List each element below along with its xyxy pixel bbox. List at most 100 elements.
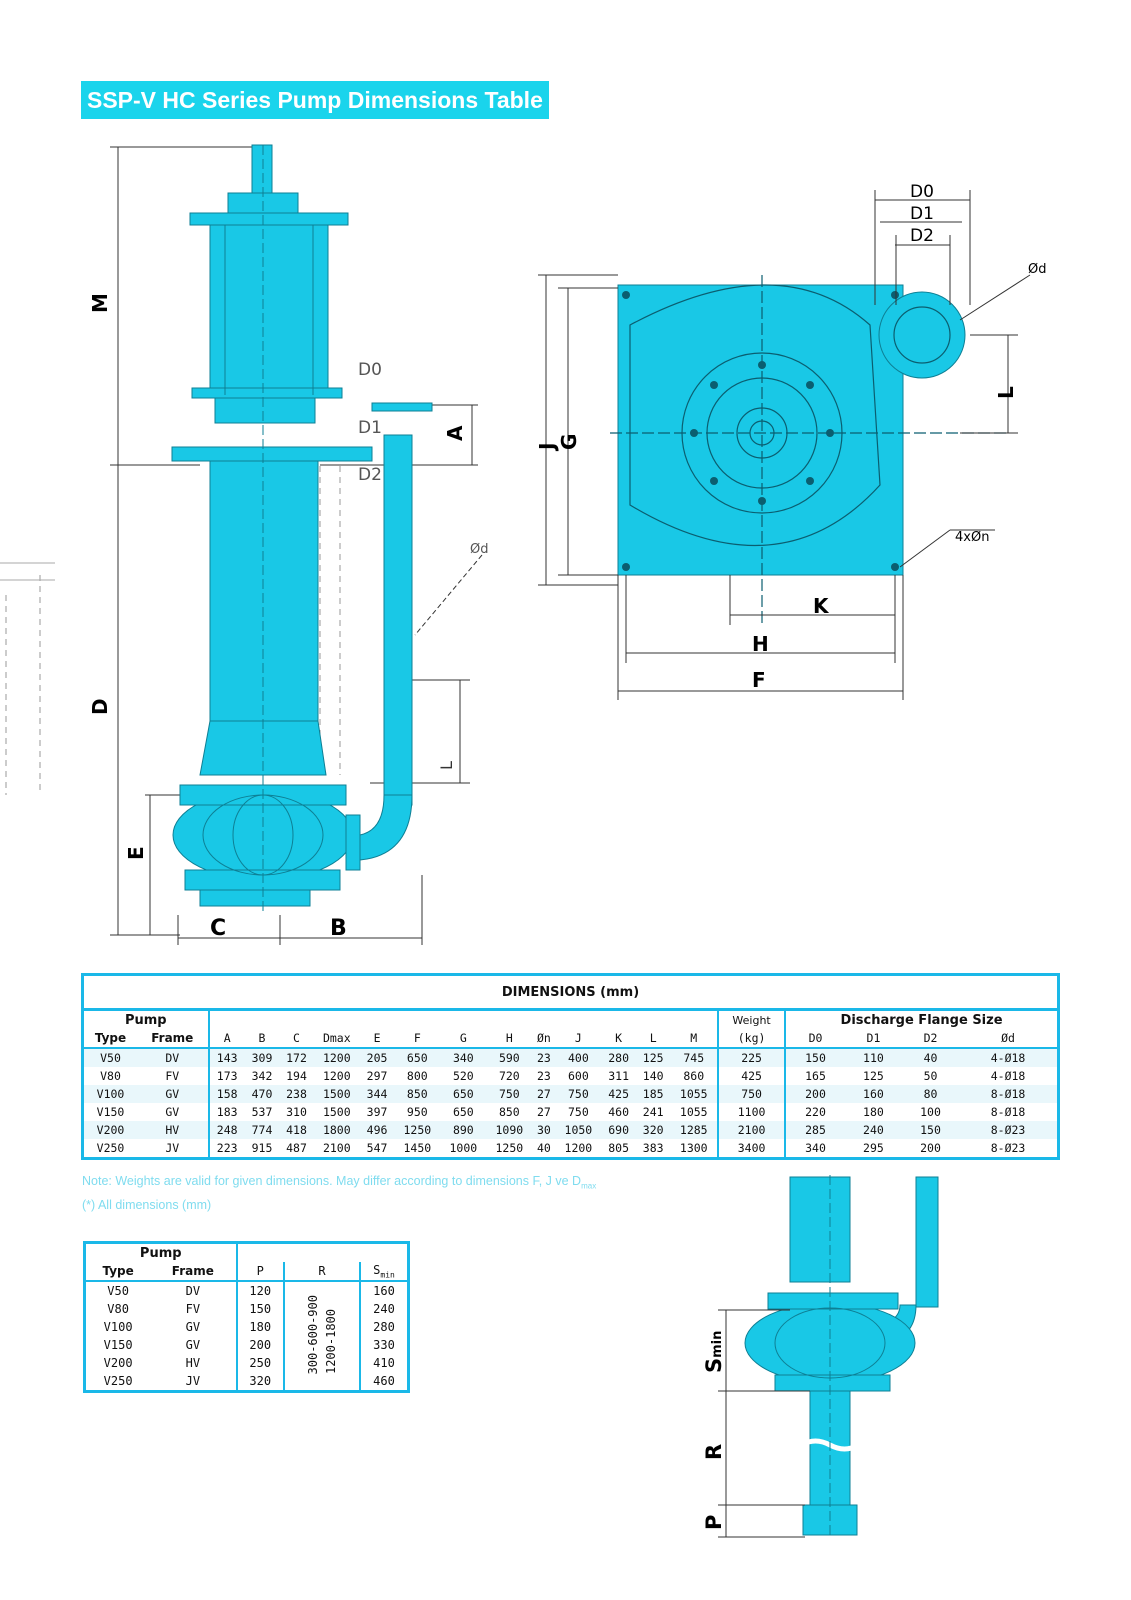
table-cell: 720 [498, 1069, 520, 1083]
table-cell: 1090 [486, 1121, 533, 1139]
frame-header: Frame [137, 1029, 209, 1049]
table-cell: 150 [235, 1300, 284, 1318]
table-cell: GV [137, 1085, 209, 1103]
table-cell: 320 [635, 1121, 671, 1139]
table-cell: 537 [251, 1105, 273, 1119]
table-cell: V50 [82, 1048, 137, 1067]
table-cell: V200 [82, 1121, 137, 1139]
table-cell: 1500 [322, 1105, 351, 1119]
table-cell: 2100 [322, 1141, 351, 1155]
table-cell: 150 [901, 1121, 960, 1139]
table-cell: 125 [863, 1069, 884, 1083]
table-cell: HV [185, 1356, 201, 1370]
table-cell: 150 [784, 1048, 845, 1067]
table-cell: 180 [235, 1318, 284, 1336]
table-cell: 425 [601, 1085, 636, 1103]
top-view-drawing: D0 D1 D2 Ød L J G 4xØn K H F [535, 182, 1046, 700]
table-cell: 311 [608, 1069, 630, 1083]
table-cell: 340 [784, 1139, 845, 1159]
table-cell: 460 [359, 1372, 409, 1392]
dim-label-e: E [124, 846, 148, 860]
table-cell: 240 [359, 1300, 409, 1318]
table-cell: V250 [96, 1141, 125, 1155]
table-cell: 410 [359, 1354, 409, 1372]
table-cell: 205 [359, 1048, 395, 1067]
dim-label-d1: D1 [358, 418, 382, 438]
table-cell: 225 [717, 1048, 786, 1067]
table-cell: 1050 [555, 1121, 602, 1139]
table-cell: V250 [103, 1374, 133, 1388]
install-type-header: Type [84, 1262, 151, 1282]
top-label-holes: 4xØn [955, 530, 989, 545]
table-cell: 223 [207, 1139, 245, 1159]
table-cell: V100 [103, 1320, 133, 1334]
table-cell: 750 [717, 1085, 786, 1103]
table-cell: 110 [844, 1048, 902, 1067]
table-cell: 194 [286, 1069, 307, 1083]
table-cell: 1055 [670, 1085, 719, 1103]
r-value: 1200-1800 [323, 1309, 338, 1375]
table-cell: V100 [82, 1085, 137, 1103]
table-cell: 125 [635, 1048, 671, 1067]
table-cell: 23 [536, 1069, 551, 1083]
dimensions-caption: DIMENSIONS (mm) [82, 974, 1059, 1011]
table-cell: 280 [601, 1048, 636, 1067]
table-cell: 547 [366, 1141, 388, 1155]
top-label-h: H [752, 632, 769, 656]
table-cell: 1200 [313, 1048, 360, 1067]
table-cell: 172 [279, 1048, 314, 1067]
table-cell: V80 [107, 1302, 129, 1316]
table-cell: V50 [107, 1284, 129, 1298]
pump-group-header: Pump [124, 1012, 167, 1028]
table-cell: 383 [642, 1141, 664, 1155]
table-cell: JV [185, 1374, 201, 1388]
dim-label-b: B [330, 916, 347, 941]
page-title: SSP-V HC Series Pump Dimensions Table [81, 81, 549, 119]
weight-unit-header: (kg) [717, 1029, 786, 1049]
table-cell: 40 [536, 1141, 551, 1155]
table-cell: 1100 [717, 1103, 786, 1121]
table-cell: 342 [251, 1069, 273, 1083]
table-cell: V150 [103, 1338, 133, 1352]
table-cell: 185 [635, 1085, 671, 1103]
table-cell: 1800 [313, 1121, 360, 1139]
table-cell: 50 [923, 1069, 938, 1083]
table-cell: 915 [251, 1141, 273, 1155]
top-label-k: K [813, 594, 830, 618]
table-cell: 40 [901, 1048, 960, 1067]
top-label-l: L [994, 386, 1018, 399]
note-line1-sub: max [581, 1181, 597, 1191]
top-label-g: G [557, 434, 581, 450]
col-header-on: Øn [532, 1029, 556, 1049]
table-cell: 418 [279, 1121, 314, 1139]
top-label-j: J [535, 443, 559, 452]
side-view-drawing: M A D E C B D0 D1 D2 Ød L [0, 144, 488, 945]
table-cell: 850 [498, 1105, 520, 1119]
col-header-fod: Ød [959, 1029, 1059, 1049]
table-cell: 1250 [394, 1121, 441, 1139]
table-cell: V200 [103, 1356, 133, 1370]
col-header-fd0: D0 [784, 1029, 845, 1049]
table-cell: 1000 [449, 1141, 478, 1155]
table-cell: 173 [207, 1067, 245, 1085]
install-p-header: P [235, 1262, 284, 1282]
table-cell: 600 [567, 1069, 589, 1083]
table-cell: 1055 [679, 1105, 708, 1119]
table-cell: 690 [601, 1121, 636, 1139]
table-cell: 100 [920, 1105, 941, 1119]
table-cell: 120 [235, 1281, 284, 1300]
table-cell: 8-Ø18 [990, 1105, 1026, 1119]
table-cell: 297 [366, 1069, 388, 1083]
r-value: 300-600-900 [305, 1294, 320, 1375]
table-cell: 400 [555, 1048, 602, 1067]
table-cell: 27 [536, 1105, 551, 1119]
table-cell: 590 [486, 1048, 533, 1067]
table-cell: 160 [359, 1281, 409, 1300]
